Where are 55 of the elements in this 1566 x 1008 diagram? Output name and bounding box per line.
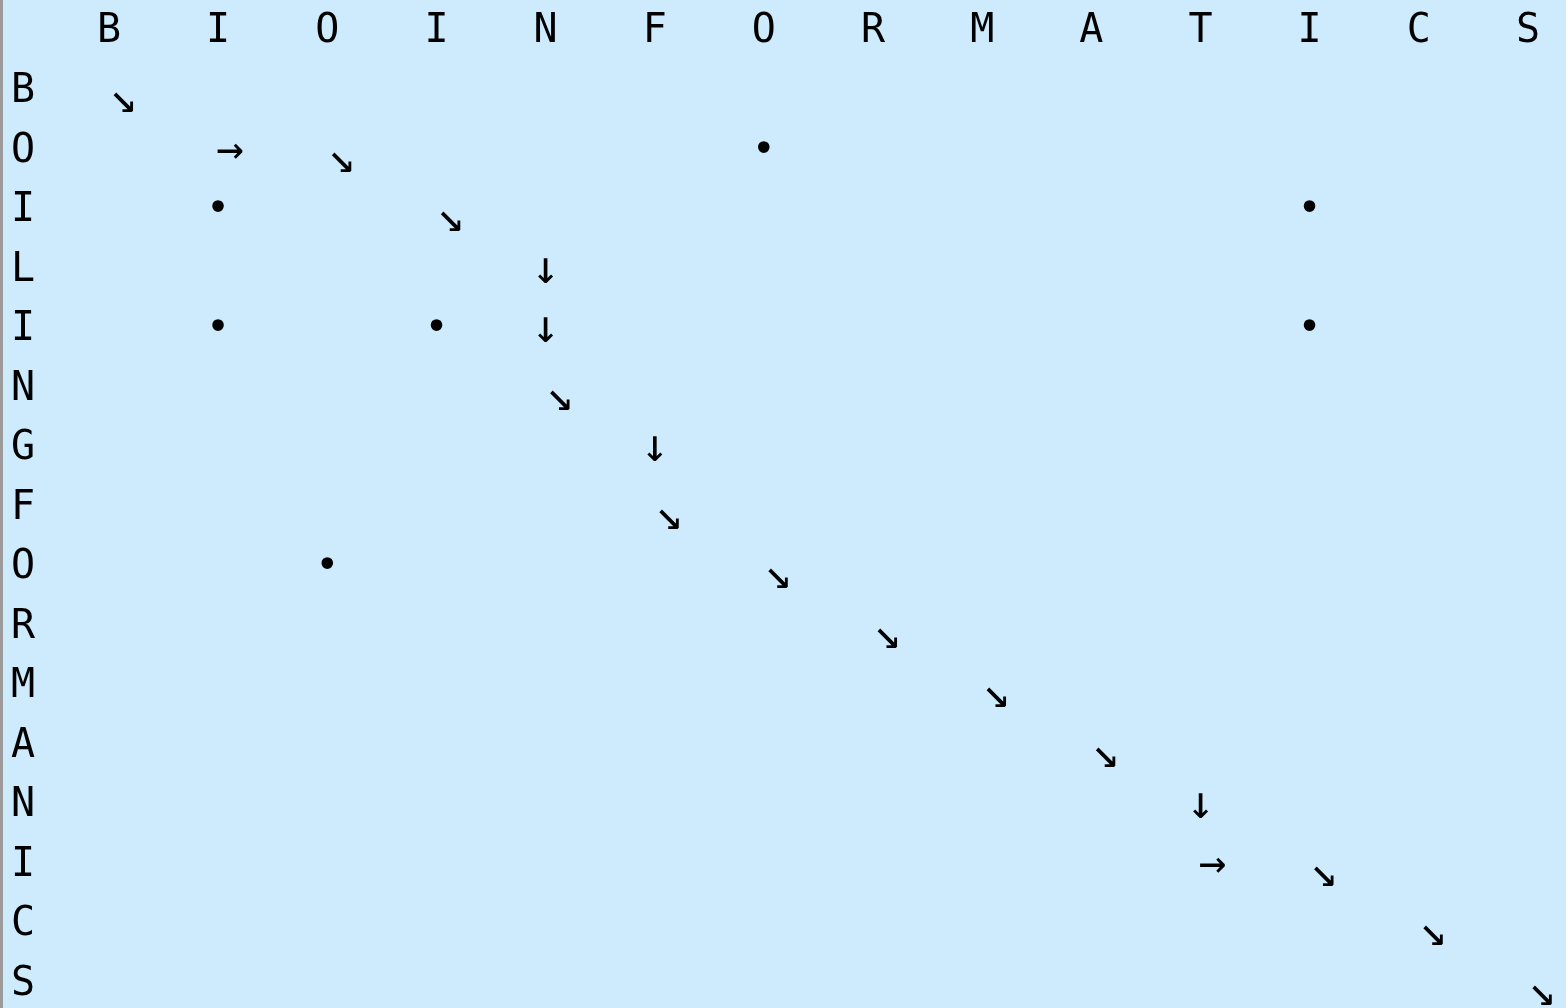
match-dot: • xyxy=(206,187,231,227)
row-header: A xyxy=(10,722,36,763)
row-header: L xyxy=(10,246,36,287)
column-header: B xyxy=(96,8,122,48)
column-header: I xyxy=(1297,8,1322,48)
diagonal-arrow: ↘ xyxy=(873,608,901,655)
match-dot: • xyxy=(315,544,340,584)
column-header: A xyxy=(1079,8,1104,48)
row-header: I xyxy=(10,187,36,227)
row-header: F xyxy=(10,484,36,525)
column-header: T xyxy=(1188,8,1213,48)
match-dot: • xyxy=(751,127,776,168)
column-header: I xyxy=(424,8,449,48)
down-arrow: ↓ xyxy=(531,303,560,349)
column-header: M xyxy=(970,8,995,48)
row-header: G xyxy=(10,425,36,465)
row-header: N xyxy=(10,365,36,406)
row-header: I xyxy=(10,306,36,346)
diagonal-arrow: ↘ xyxy=(436,192,465,238)
column-header: I xyxy=(206,8,231,48)
diagonal-arrow: ↘ xyxy=(1528,965,1556,1008)
row-header: C xyxy=(10,901,36,941)
diagonal-arrow: ↘ xyxy=(327,132,356,179)
column-header: C xyxy=(1406,8,1431,48)
match-dot: • xyxy=(1297,187,1322,227)
match-dot: • xyxy=(206,306,231,346)
row-header: O xyxy=(10,127,36,168)
column-header: S xyxy=(1515,8,1540,48)
row-header: S xyxy=(10,960,36,1001)
down-arrow: ↓ xyxy=(640,422,669,468)
column-header: O xyxy=(315,8,340,48)
diagonal-arrow: ↘ xyxy=(545,370,574,417)
row-header: R xyxy=(10,603,36,644)
diagonal-arrow: ↘ xyxy=(764,549,792,595)
diagonal-arrow: ↘ xyxy=(1309,846,1338,893)
row-header: M xyxy=(10,663,36,703)
diagonal-arrow: ↘ xyxy=(982,668,1011,714)
right-arrow: → xyxy=(1198,838,1227,885)
diagonal-arrow: ↘ xyxy=(1091,727,1120,774)
match-dot: • xyxy=(424,306,449,346)
row-header: I xyxy=(10,841,36,882)
row-header: B xyxy=(10,68,36,108)
column-header: N xyxy=(533,8,558,48)
down-arrow: ↓ xyxy=(531,243,560,290)
row-header: N xyxy=(10,782,36,822)
right-arrow: → xyxy=(216,124,244,171)
diagonal-arrow: ↘ xyxy=(109,73,137,119)
column-header: F xyxy=(642,8,667,48)
diagonal-arrow: ↘ xyxy=(1418,906,1447,952)
column-header: O xyxy=(751,8,776,48)
down-arrow: ↓ xyxy=(1186,779,1215,825)
diagonal-arrow: ↘ xyxy=(654,489,683,536)
column-header: R xyxy=(861,8,886,48)
row-header: O xyxy=(10,544,36,584)
match-dot: • xyxy=(1297,306,1322,346)
